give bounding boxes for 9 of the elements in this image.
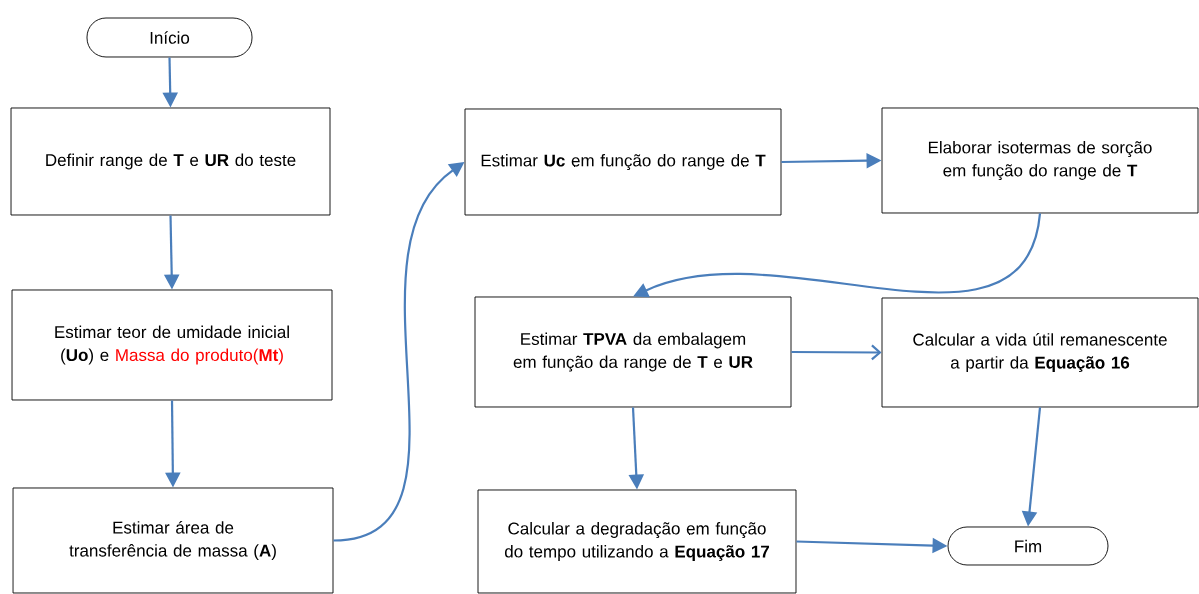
process-box: Estimar Uc em função do range de T xyxy=(464,108,782,216)
process-box: Estimar TPVA da embalagem em função da range de T e UR xyxy=(474,296,792,408)
arrow xyxy=(791,344,882,361)
process-box: Calcular a degradação em função do tempo utilizando a Equação 17 xyxy=(477,489,797,594)
process-box: Calcular a vida útil remanescente a partir da Equação 16 xyxy=(881,297,1199,408)
process-box: Estimar teor de umidade inicial (Uo) e Massa do produto(Mt) xyxy=(11,289,333,401)
process-box: Estimar área de transferência de massa (A) xyxy=(12,487,334,594)
process-box: Definir range de T e UR do teste xyxy=(10,107,331,216)
process-box: Elaborar isotermas de sorção em função do range de T xyxy=(881,107,1199,214)
